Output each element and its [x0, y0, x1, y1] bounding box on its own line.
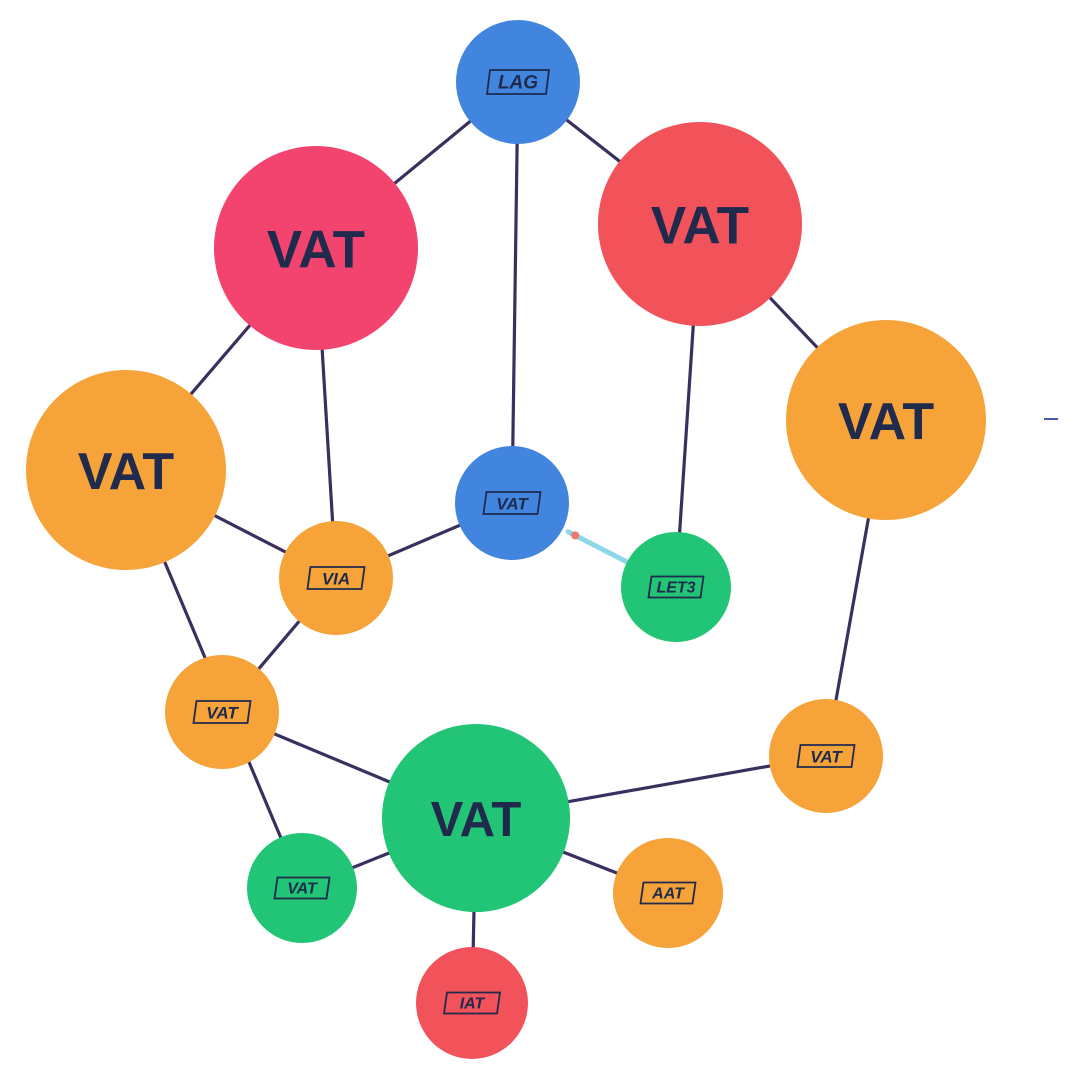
- node-green-big[interactable]: VAT: [382, 724, 570, 912]
- node-circle: [279, 521, 393, 635]
- node-orange-low[interactable]: VAT: [165, 655, 279, 769]
- node-badge-frame: [273, 876, 331, 900]
- node-label: VAT: [496, 495, 529, 514]
- edge-n-top-n-center: [510, 80, 520, 505]
- node-label: VAT: [78, 443, 175, 501]
- edge-tick-mark: [1044, 418, 1058, 420]
- node-label: VAT: [287, 881, 318, 898]
- node-badge-frame: [639, 881, 697, 905]
- node-circle: [382, 724, 570, 912]
- node-orange-br[interactable]: AAT: [613, 838, 723, 948]
- node-circle: [598, 122, 802, 326]
- node-label: AAT: [651, 886, 685, 903]
- node-label: VAT: [651, 197, 749, 256]
- node-label: IAT: [460, 996, 486, 1013]
- node-right[interactable]: VAT: [786, 320, 986, 520]
- node-red[interactable]: VAT: [598, 122, 802, 326]
- node-top[interactable]: LAG: [456, 20, 580, 144]
- accent-edge-layer: [565, 529, 632, 566]
- node-green-sm[interactable]: VAT: [247, 833, 357, 943]
- node-circle: [214, 146, 418, 350]
- node-label: VAT: [431, 793, 522, 847]
- node-badge-frame: [647, 575, 705, 599]
- node-badge-frame: [485, 69, 551, 95]
- node-circle: [786, 320, 986, 520]
- node-circle: [769, 699, 883, 813]
- node-orange-mid[interactable]: VIA: [279, 521, 393, 635]
- node-label: VAT: [810, 748, 843, 767]
- node-label: VAT: [267, 221, 365, 280]
- node-circle: [247, 833, 357, 943]
- node-badge-frame: [306, 566, 366, 590]
- node-label: VIA: [322, 570, 350, 589]
- node-circle: [26, 370, 226, 570]
- node-badge-frame: [482, 491, 542, 515]
- node-circle: [455, 446, 569, 560]
- node-circle: [165, 655, 279, 769]
- node-orange-r[interactable]: VAT: [769, 699, 883, 813]
- node-red-bot[interactable]: IAT: [416, 947, 528, 1059]
- node-circle: [456, 20, 580, 144]
- node-center[interactable]: VAT: [455, 446, 569, 560]
- node-circle: [621, 532, 731, 642]
- accent-edge-dot: [571, 531, 580, 540]
- node-green-mid[interactable]: LET3: [621, 532, 731, 642]
- node-label: LAG: [498, 73, 538, 94]
- node-pink[interactable]: VAT: [214, 146, 418, 350]
- node-badge-frame: [192, 700, 252, 724]
- nodes-layer: LAG VAT VAT VAT VAT VAT LET3 VIA VAT VAT VAT VAT AAT…: [26, 20, 986, 1059]
- node-circle: [613, 838, 723, 948]
- node-left[interactable]: VAT: [26, 370, 226, 570]
- node-badge-frame: [796, 744, 856, 768]
- node-label: VAT: [838, 393, 935, 451]
- node-label: VAT: [206, 704, 239, 723]
- node-circle: [416, 947, 528, 1059]
- node-label: LET3: [656, 580, 695, 597]
- node-badge-frame: [442, 991, 502, 1015]
